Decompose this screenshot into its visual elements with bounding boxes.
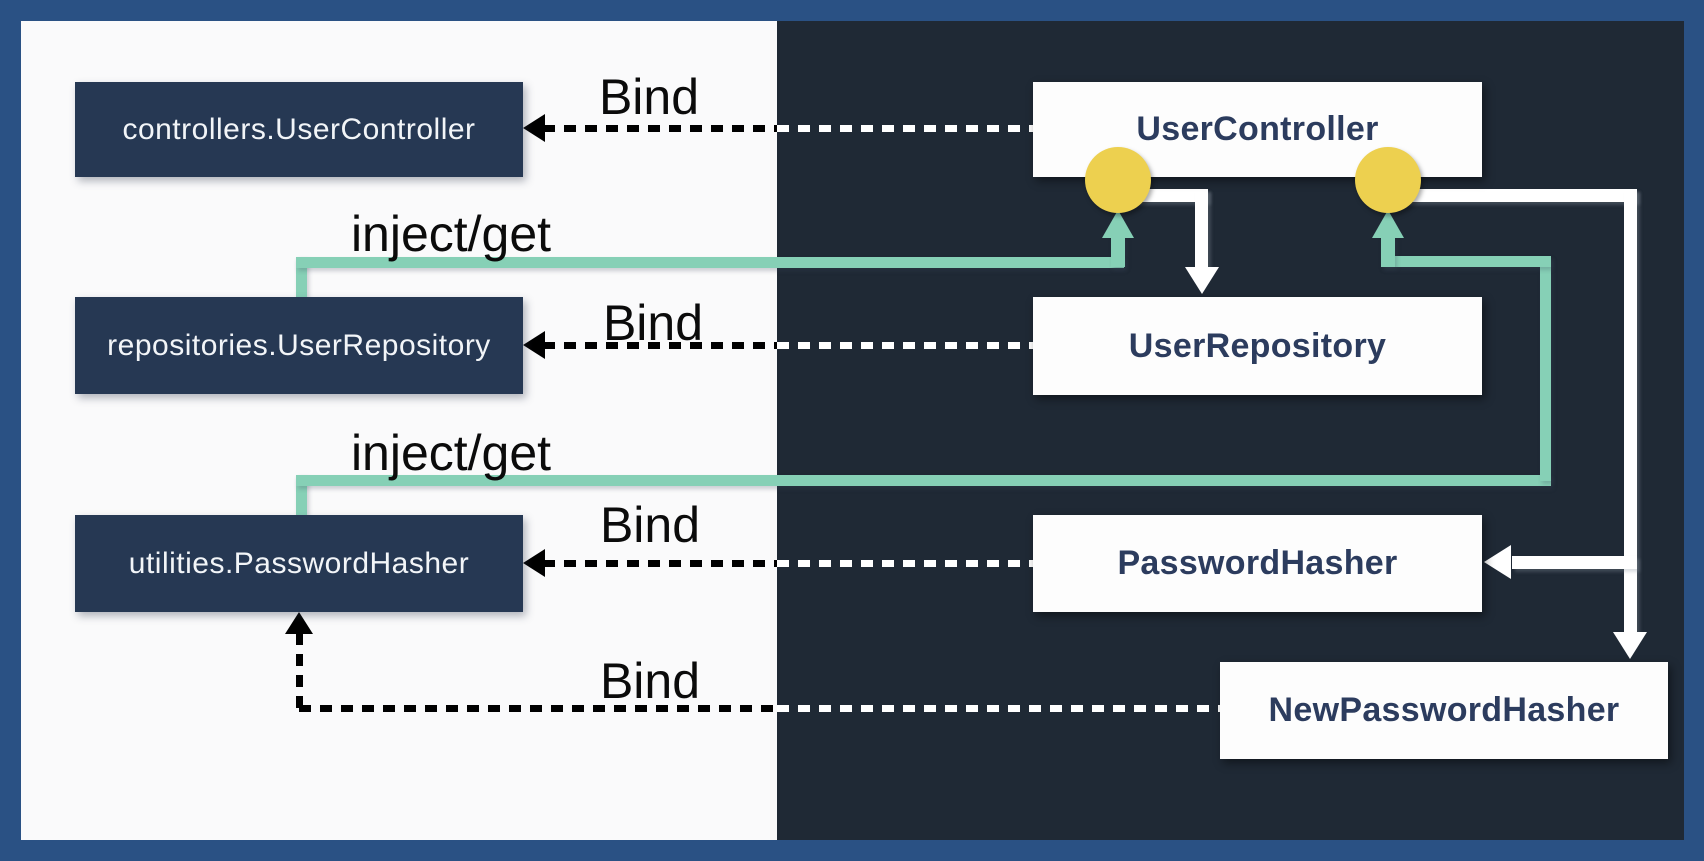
edge-label-bind: Bind: [602, 295, 704, 351]
inject-edge-userrepository-arrowhead-icon: [1102, 210, 1134, 238]
node-label: NewPasswordHasher: [1268, 691, 1620, 729]
node-newpasswordhasher-class: NewPasswordHasher: [1220, 662, 1668, 759]
bind-edge-usercontroller-dash-white: [777, 125, 1033, 132]
inject-edge-passwordhasher-segment: [1381, 236, 1395, 267]
bind-edge-userrepository-arrowhead-icon: [523, 331, 545, 359]
inject-edge-passwordhasher-segment: [1382, 256, 1551, 267]
dependency-edge-newpasswordhasher-segment: [1388, 189, 1637, 202]
bind-edge-userrepository-dash-white: [777, 342, 1033, 349]
node-label: controllers.UserController: [122, 112, 476, 146]
bind-edge-newpasswordhasher-dash-vertical: [296, 633, 303, 708]
edge-label-inject-get: inject/get: [350, 206, 552, 262]
edge-label-bind: Bind: [598, 69, 700, 125]
inject-edge-passwordhasher-arrowhead-icon: [1372, 210, 1404, 238]
dependency-edge-newpasswordhasher-arrowhead-icon: [1613, 632, 1647, 659]
inject-edge-passwordhasher-segment: [1540, 256, 1551, 481]
inject-edge-passwordhasher-segment: [296, 475, 1551, 486]
dependency-edge-passwordhasher-branch-segment: [1512, 556, 1637, 569]
edge-label-bind: Bind: [599, 653, 701, 709]
inject-edge-userrepository-segment: [296, 257, 307, 301]
edge-label-bind: Bind: [599, 497, 701, 553]
node-label: PasswordHasher: [1117, 544, 1398, 582]
node-controllers-usercontroller: controllers.UserController: [75, 82, 523, 177]
dependency-edge-passwordhasher-arrowhead-icon: [1484, 545, 1511, 579]
dependency-edge-userrepository-segment: [1195, 189, 1208, 269]
node-label: UserController: [1136, 110, 1379, 148]
bind-edge-newpasswordhasher-arrowhead-icon: [285, 612, 313, 634]
injection-point-icon: [1355, 147, 1421, 213]
bind-edge-usercontroller-dash-black: [543, 125, 777, 132]
node-label: utilities.PasswordHasher: [128, 546, 470, 580]
bind-edge-passwordhasher-arrowhead-icon: [523, 549, 545, 577]
node-repositories-userrepository: repositories.UserRepository: [75, 297, 523, 394]
node-label: UserRepository: [1128, 326, 1387, 365]
bind-edge-newpasswordhasher-dash-white: [777, 705, 1220, 712]
bind-edge-newpasswordhasher-dash-black: [299, 705, 777, 712]
dependency-edge-userrepository-arrowhead-icon: [1185, 267, 1219, 294]
node-utilities-passwordhasher: utilities.PasswordHasher: [75, 515, 523, 612]
node-userrepository-class: UserRepository: [1033, 297, 1482, 395]
inject-edge-userrepository-segment: [1111, 236, 1125, 267]
bind-edge-usercontroller-arrowhead-icon: [523, 114, 545, 142]
bind-edge-passwordhasher-dash-black: [543, 560, 777, 567]
bind-edge-passwordhasher-dash-white: [777, 560, 1033, 567]
edge-label-inject-get: inject/get: [350, 425, 552, 481]
injection-point-icon: [1085, 147, 1151, 213]
node-passwordhasher-class: PasswordHasher: [1033, 515, 1482, 612]
inject-edge-userrepository-segment: [296, 257, 1124, 268]
inject-edge-passwordhasher-segment: [296, 475, 307, 519]
dependency-edge-newpasswordhasher-segment: [1624, 189, 1637, 633]
bind-edge-userrepository-dash-black: [543, 342, 777, 349]
node-label: repositories.UserRepository: [107, 328, 491, 362]
